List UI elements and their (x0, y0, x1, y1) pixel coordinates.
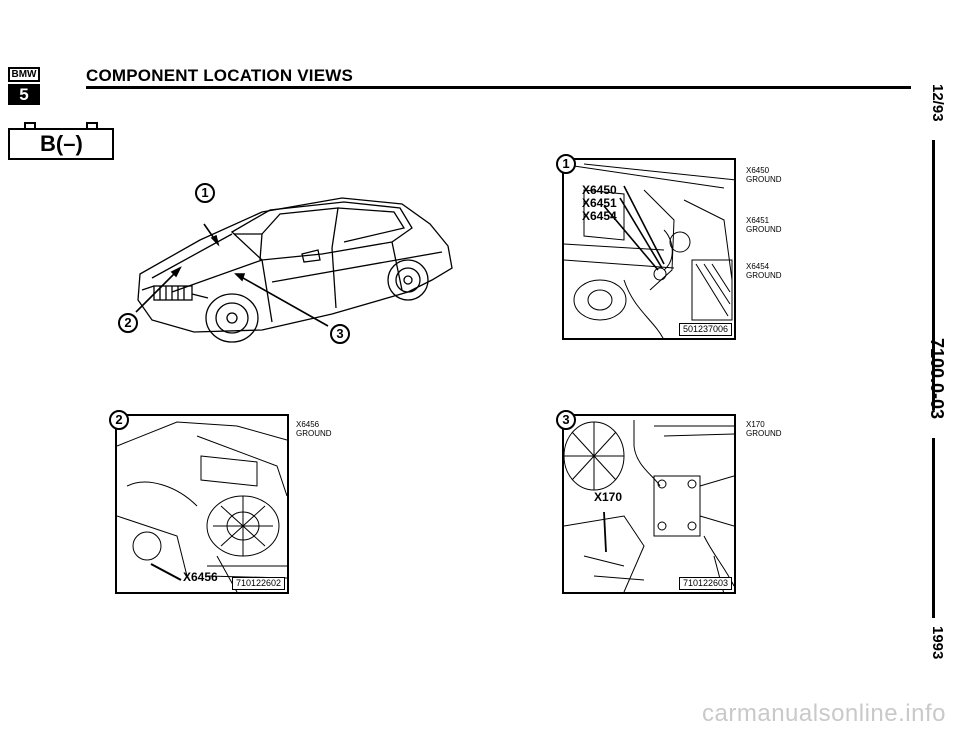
car-overview-illustration (112, 182, 472, 352)
view-1-callout-x6451: X6451 (582, 196, 617, 210)
legend-desc: GROUND (296, 429, 332, 438)
view-1-legend-item: X6450 GROUND (746, 166, 782, 184)
battery-terminal-icon (86, 122, 98, 129)
watermark: carmanualsonline.info (702, 700, 946, 727)
view-2-callout-x6456: X6456 (183, 570, 218, 584)
battery-label: B(–) (8, 128, 114, 160)
view-3-engine-illustration (564, 420, 734, 592)
margin-rule (932, 140, 935, 410)
view-1-callout-x6454: X6454 (582, 209, 617, 223)
view-3-figure-id: 710122603 (678, 577, 732, 590)
battery-negative-symbol: B(–) (8, 122, 114, 160)
car-illustration (135, 197, 453, 343)
legend-desc: GROUND (746, 429, 782, 438)
bmw-5-series-logo: BMW 5 (8, 67, 40, 107)
legend-desc: GROUND (746, 175, 782, 184)
bmw-logo-text: BMW (8, 67, 40, 82)
callout-3-marker: 3 (330, 324, 350, 344)
margin-year: 1993 (929, 626, 946, 660)
legend-code: X6451 (746, 216, 770, 225)
view-3-panel: X170 710122603 (562, 414, 736, 594)
view-2-engine-illustration (117, 421, 287, 592)
callout-2-marker: 2 (118, 313, 138, 333)
margin-rule (932, 438, 935, 618)
margin-date: 12/93 (929, 84, 946, 122)
right-margin: 12/93 7100.0-03 1993 (920, 80, 950, 680)
battery-terminal-icon (24, 122, 36, 129)
series-logo-text: 5 (8, 84, 40, 105)
view-2-number: 2 (109, 410, 129, 430)
legend-code: X6454 (746, 262, 770, 271)
legend-code: X170 (746, 420, 765, 429)
view-3-number: 3 (556, 410, 576, 430)
view-2-panel: X6456 710122602 (115, 414, 289, 594)
legend-desc: GROUND (746, 271, 782, 280)
page-title: COMPONENT LOCATION VIEWS (86, 66, 354, 85)
view-1-legend-item: X6451 GROUND (746, 216, 782, 234)
view-3-legend-item: X170 GROUND (746, 420, 782, 438)
view-2-legend-item: X6456 GROUND (296, 420, 332, 438)
view-1-engine-illustration (564, 163, 734, 338)
legend-code: X6456 (296, 420, 320, 429)
view-3-callout-x170: X170 (594, 490, 623, 504)
margin-page-number: 7100.0-03 (927, 338, 947, 420)
callout-1-marker: 1 (195, 183, 215, 203)
view-2-figure-id: 710122602 (231, 577, 285, 590)
view-1-legend-item: X6454 GROUND (746, 262, 782, 280)
view-1-panel: X6450 X6451 X6454 501237006 (562, 158, 736, 340)
view-1-callout-x6450: X6450 (582, 183, 617, 197)
legend-desc: GROUND (746, 225, 782, 234)
view-1-number: 1 (556, 154, 576, 174)
header-rule (86, 86, 911, 89)
legend-code: X6450 (746, 166, 770, 175)
view-1-figure-id: 501237006 (678, 323, 732, 336)
